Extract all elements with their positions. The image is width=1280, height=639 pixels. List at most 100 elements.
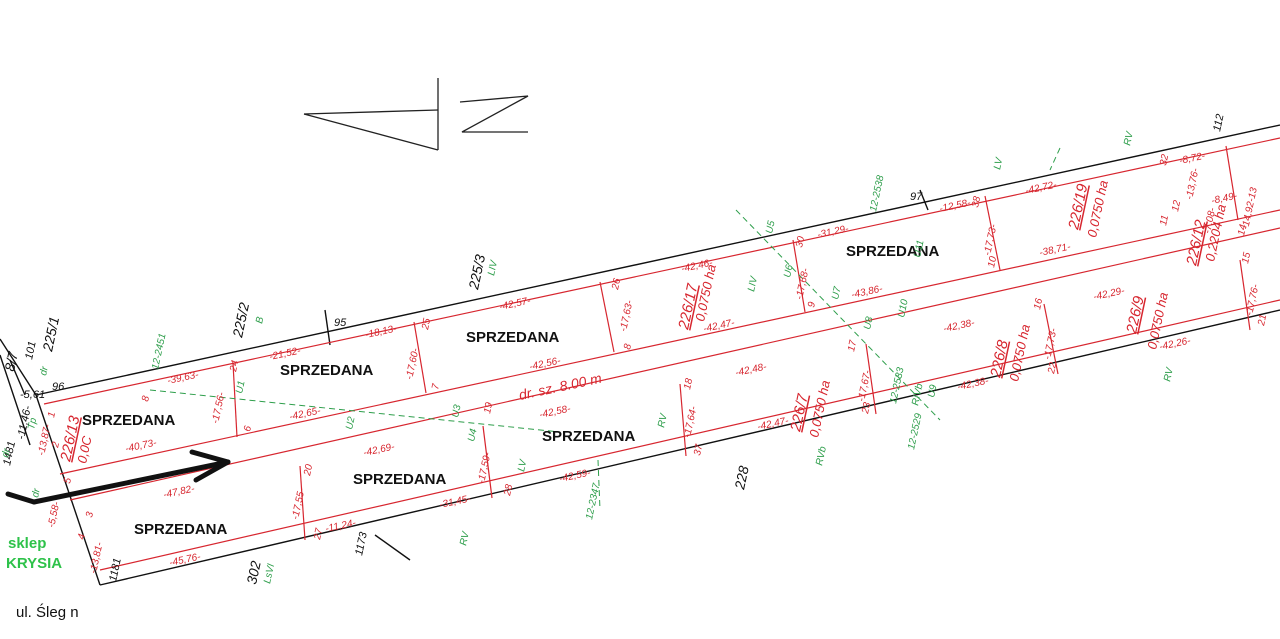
sold-label: SPRZEDANA <box>353 471 447 488</box>
point-number: 8 <box>140 394 152 402</box>
grid-code-labels: 12-2451 12-2538 12-2533 12-2529 12-2347 <box>150 174 924 521</box>
dimension: -42,26- <box>1158 335 1192 352</box>
sold-label: SPRZEDANA <box>466 329 560 346</box>
road-label: dr. sz. 8.00 m <box>517 370 603 403</box>
point-number: 20 <box>302 463 315 478</box>
dimension: -42,29- <box>1092 285 1126 302</box>
dimension: -42,38- <box>942 317 976 334</box>
dimension: -17,55- <box>290 487 307 521</box>
neighbor-number: 225/2 <box>229 301 252 340</box>
utility-code: U5 <box>764 219 778 234</box>
soil-class-labels: LIV B LV RV LIV LV RVb RV RIVb LsVI RV R… <box>0 130 1176 585</box>
utility-code: U2 <box>344 415 358 430</box>
dimension: -42,56- <box>528 355 562 372</box>
point-number: 23 <box>860 401 873 416</box>
point-number: 9 <box>806 300 818 308</box>
utility-code: U10 <box>896 298 911 319</box>
point-number: 24 <box>228 359 241 374</box>
soil-class: LIV <box>746 274 760 292</box>
north-arrow-icon <box>303 78 529 151</box>
access-arrow-icon <box>5 449 231 505</box>
dimension: -47,82- <box>162 483 196 500</box>
parcel-boundaries <box>43 137 1280 571</box>
utility-code: U1 <box>234 380 247 395</box>
dimension: -17,68- <box>794 267 811 301</box>
dimension: -42,72- <box>1024 179 1058 196</box>
utility-code: U7 <box>830 285 844 300</box>
dimension: -14,92-13 <box>1240 186 1260 231</box>
soil-class: dr <box>30 487 43 499</box>
dimension: -12,58- <box>938 197 972 214</box>
point-number: 26 <box>610 277 623 292</box>
point-number: 38 <box>970 195 983 209</box>
neighbor-number: 1481 <box>1 440 18 466</box>
soil-class: RV <box>458 530 472 547</box>
dimension: -31,29- <box>816 223 850 240</box>
point-number: 27 <box>312 527 325 542</box>
utility-code: U11 <box>912 239 926 259</box>
dimension-labels: -39,63- -21,52- -18,13- -42,57- -42,46- … <box>124 151 1218 569</box>
neighbor-number: 112 <box>1211 113 1226 133</box>
soil-class: LV <box>992 156 1005 171</box>
point-number: 14 <box>1236 223 1249 237</box>
point-number: 19 <box>482 401 495 415</box>
utility-labels: U1 U2 U3 U4 U5 U6 U7 U8 U9 U10 U11 <box>234 219 940 442</box>
neighbor-number: 101 <box>23 340 39 360</box>
dimension: -17,76- <box>1244 283 1261 317</box>
neighbor-number: 228 <box>731 464 752 491</box>
soil-class: dr <box>0 447 13 459</box>
dimension: -42,69- <box>362 441 396 458</box>
parcel-number: 226/9 <box>1123 294 1148 336</box>
point-number: 10 <box>986 255 999 269</box>
dimension: -21,52- <box>268 345 302 362</box>
neighbor-labels: 225/1 225/2 225/3 228 302 8/7 1181 1173 … <box>1 113 1226 586</box>
grid-code: 12-2451 <box>150 332 168 370</box>
point-number: 30 <box>794 235 807 249</box>
soil-class: LV <box>516 458 529 473</box>
grid-code: 12-2529 <box>906 412 924 451</box>
dimension: -42,58- <box>538 403 572 420</box>
point-number: 8 <box>622 342 634 350</box>
dimension: -5,58- <box>46 500 62 528</box>
dimension: -17,73- <box>982 223 999 257</box>
dimension: -17,73- <box>1042 327 1059 361</box>
dimension: -42,57- <box>498 295 532 312</box>
dimension: -40,73- <box>124 437 158 454</box>
point-number: 1 <box>46 411 58 419</box>
sold-label: SPRZEDANA <box>846 243 940 260</box>
parcel-area: 0,0C <box>74 434 95 465</box>
neighbor-number: 1173 <box>353 530 370 556</box>
point-number: 4 <box>76 532 88 540</box>
sold-label: SPRZEDANA <box>134 521 228 538</box>
neighbor-number: 96 <box>52 381 65 393</box>
utility-code: U8 <box>862 315 876 330</box>
point-number: 21 <box>1256 313 1269 327</box>
soil-class: RIVb <box>910 382 925 406</box>
point-number: 15 <box>1240 251 1253 265</box>
point-number: 37 <box>692 443 705 457</box>
point-number: 16 <box>1032 297 1045 311</box>
dimension: -31,45- <box>438 493 472 510</box>
grid-code: 12-2533 <box>888 366 906 405</box>
neighbor-number: 1181 <box>107 557 124 583</box>
neighbor-number: 8/7 <box>1 349 21 373</box>
dimension: -17,56- <box>210 391 227 425</box>
point-number: 12 <box>1170 199 1183 213</box>
point-number: 25 <box>420 317 433 332</box>
soil-class: RV <box>656 412 670 429</box>
point-number: 18 <box>682 377 695 391</box>
point-number: 7 <box>430 382 442 390</box>
parcel-area: 0,0750 ha <box>1006 323 1033 383</box>
dimension: -45,76- <box>168 551 202 568</box>
grid-code: 12-2538 <box>868 174 886 213</box>
dimension: -7,08- <box>1202 206 1218 234</box>
dimension: -42,59- <box>558 467 592 484</box>
dimension: -11,24- <box>324 518 357 535</box>
dimension: -42,38- <box>956 375 990 392</box>
point-number: 5 <box>62 476 74 484</box>
soil-class: Tp <box>26 416 39 430</box>
neighbor-number: 97 <box>910 191 923 203</box>
point-number: 28 <box>502 483 515 498</box>
shop-label: KRYSIA <box>6 555 62 572</box>
point-number: 3 <box>84 510 96 518</box>
